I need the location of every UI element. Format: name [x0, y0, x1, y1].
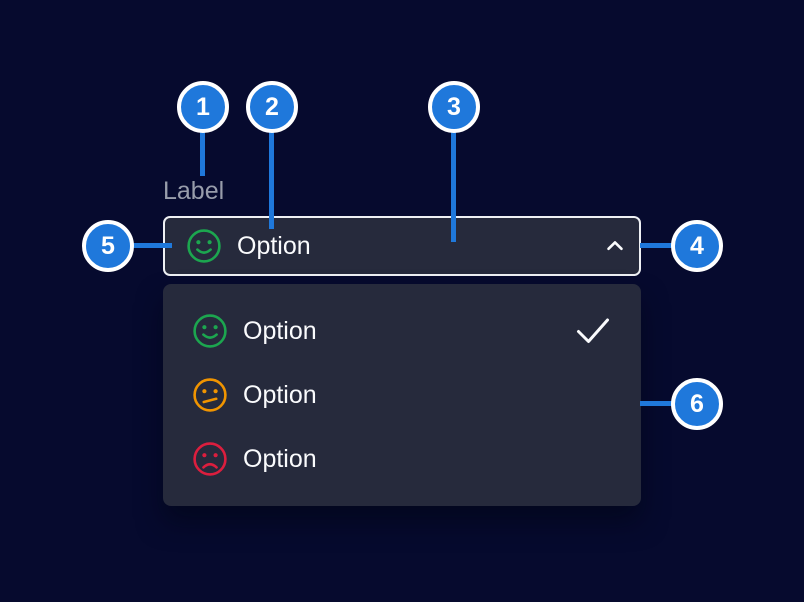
annotation-line-2 — [269, 130, 274, 229]
chevron-up-icon — [607, 241, 623, 251]
annotation-badge-4: 4 — [671, 220, 723, 272]
select-field-label: Label — [163, 177, 225, 205]
annotation-badge-3: 3 — [428, 81, 480, 133]
annotation-badge-6: 6 — [671, 378, 723, 430]
badge-number: 6 — [690, 389, 704, 418]
badge-number: 1 — [196, 92, 210, 121]
select-trigger[interactable]: Option — [163, 216, 641, 276]
badge-number: 2 — [265, 92, 279, 121]
annotation-badge-2: 2 — [246, 81, 298, 133]
menu-option-label: Option — [243, 444, 317, 473]
menu-option-label: Option — [243, 380, 317, 409]
menu-option-sad[interactable]: Option — [163, 427, 641, 491]
smiley-sad-icon — [193, 442, 227, 476]
checkmark-icon — [577, 318, 609, 343]
select-value: Option — [237, 231, 311, 260]
menu-option-label: Option — [243, 316, 317, 345]
smiley-neutral-icon — [193, 378, 227, 412]
annotation-line-1 — [200, 130, 205, 176]
annotation-line-3 — [451, 130, 456, 242]
dropdown-menu: Option Option Option — [163, 284, 641, 506]
menu-option-happy[interactable]: Option — [163, 299, 641, 363]
annotation-badge-5: 5 — [82, 220, 134, 272]
annotation-line-6 — [640, 401, 674, 406]
annotation-badge-1: 1 — [177, 81, 229, 133]
badge-number: 4 — [690, 231, 704, 260]
menu-option-neutral[interactable]: Option — [163, 363, 641, 427]
annotation-line-4 — [640, 243, 674, 248]
badge-number: 5 — [101, 231, 115, 260]
annotation-line-5 — [131, 243, 172, 248]
smiley-happy-icon — [187, 229, 221, 263]
badge-number: 3 — [447, 92, 461, 121]
smiley-happy-icon — [193, 314, 227, 348]
